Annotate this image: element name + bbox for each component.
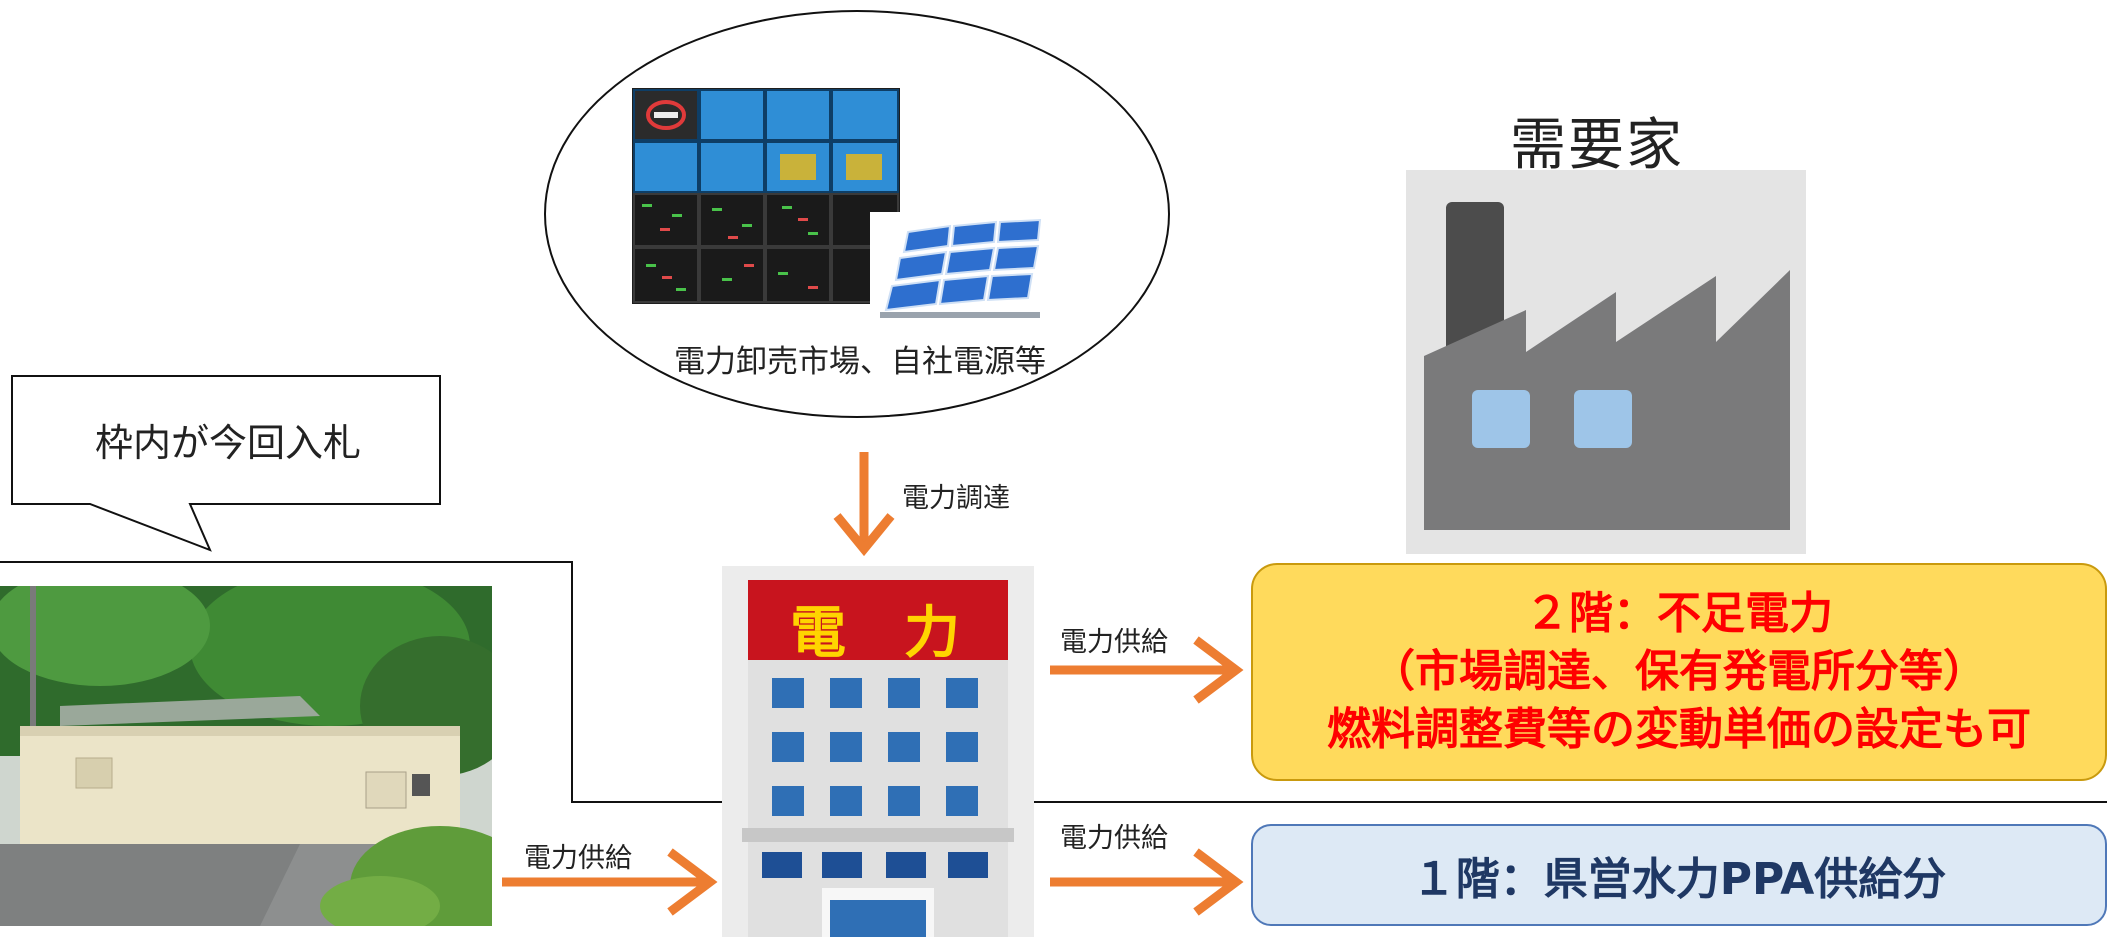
building-sign-left: 電 [790, 601, 846, 666]
tier2-line1: ２階：不足電力 [1525, 588, 1833, 639]
tier2-line2: （市場調達、保有発電所分等） [1371, 646, 1987, 697]
market-label: 電力卸売市場、自社電源等 [674, 344, 1046, 380]
tier2-box: ２階：不足電力 （市場調達、保有発電所分等） 燃料調整費等の変動単価の設定も可 [1251, 563, 2107, 781]
power-company-building-icon [722, 566, 1034, 937]
tier1-box: １階：県営水力PPA供給分 [1251, 824, 2107, 926]
supply-label-hydro: 電力供給 [524, 843, 632, 874]
supply-label-tier1: 電力供給 [1060, 823, 1168, 854]
factory-icon [1424, 202, 1790, 530]
procurement-arrow [833, 452, 895, 557]
solar-panel-icon [870, 212, 1046, 330]
tier2-line3: 燃料調整費等の変動単価の設定も可 [1327, 704, 2031, 755]
trading-screens-icon [632, 88, 900, 304]
procurement-label: 電力調達 [902, 483, 1010, 514]
supply-arrow-tier1 [1050, 848, 1244, 916]
building-sign-right: 力 [904, 601, 960, 666]
supply-label-tier2: 電力供給 [1060, 627, 1168, 658]
callout-bubble [11, 375, 441, 552]
tier1-label: １階：県営水力PPA供給分 [1411, 854, 1947, 905]
market-ellipse [544, 10, 1170, 418]
hydro-station-photo [0, 586, 492, 926]
customer-title: 需要家 [1510, 113, 1684, 178]
callout-text: 枠内が今回入札 [94, 421, 361, 465]
